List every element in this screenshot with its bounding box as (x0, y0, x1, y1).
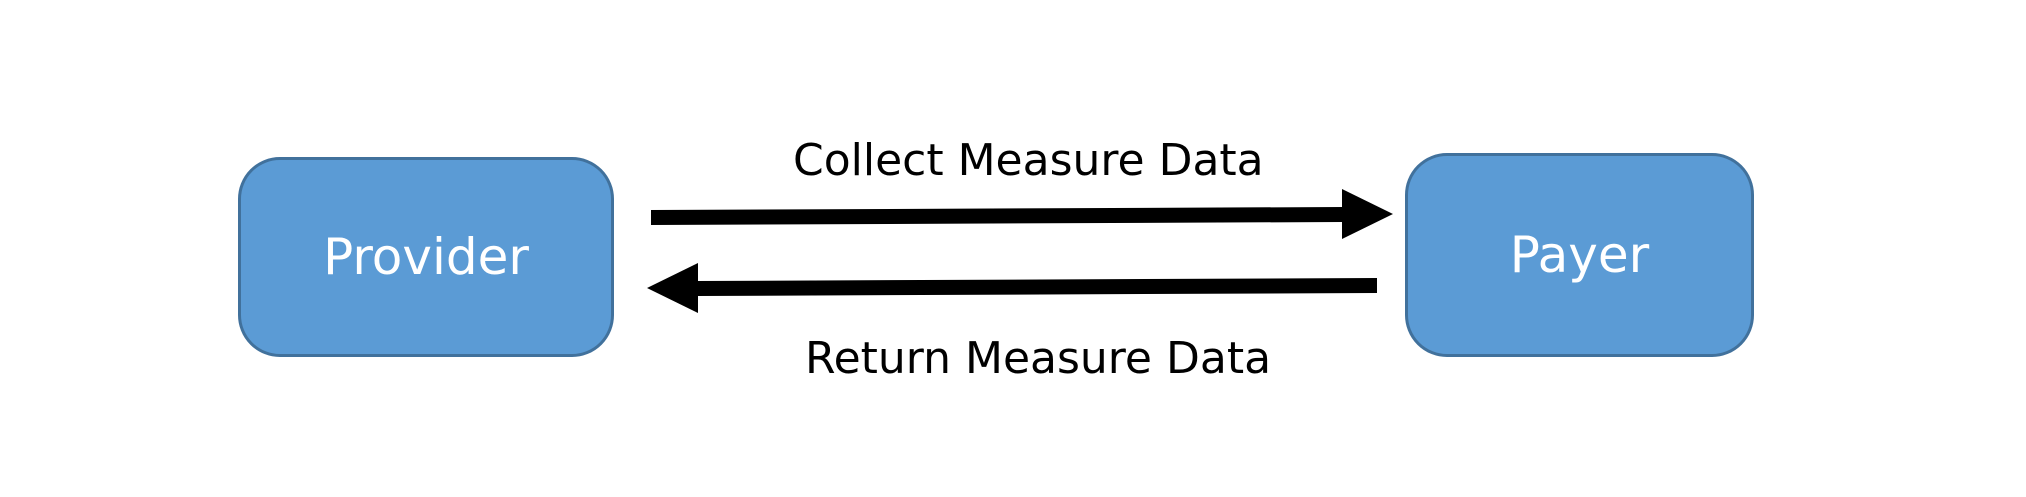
return-arrow-shaft (697, 278, 1377, 296)
collect-edge-label: Collect Measure Data (793, 135, 1264, 186)
provider-node: Provider (238, 157, 614, 357)
collect-arrow-shaft (651, 207, 1343, 225)
payer-node: Payer (1405, 153, 1754, 357)
provider-label: Provider (323, 228, 529, 286)
collect-arrow (651, 189, 1393, 239)
return-arrow-head (647, 263, 698, 313)
return-edge-label: Return Measure Data (805, 333, 1272, 384)
return-arrow (647, 263, 1377, 313)
collect-arrow-head (1342, 189, 1393, 239)
payer-label: Payer (1509, 226, 1650, 284)
